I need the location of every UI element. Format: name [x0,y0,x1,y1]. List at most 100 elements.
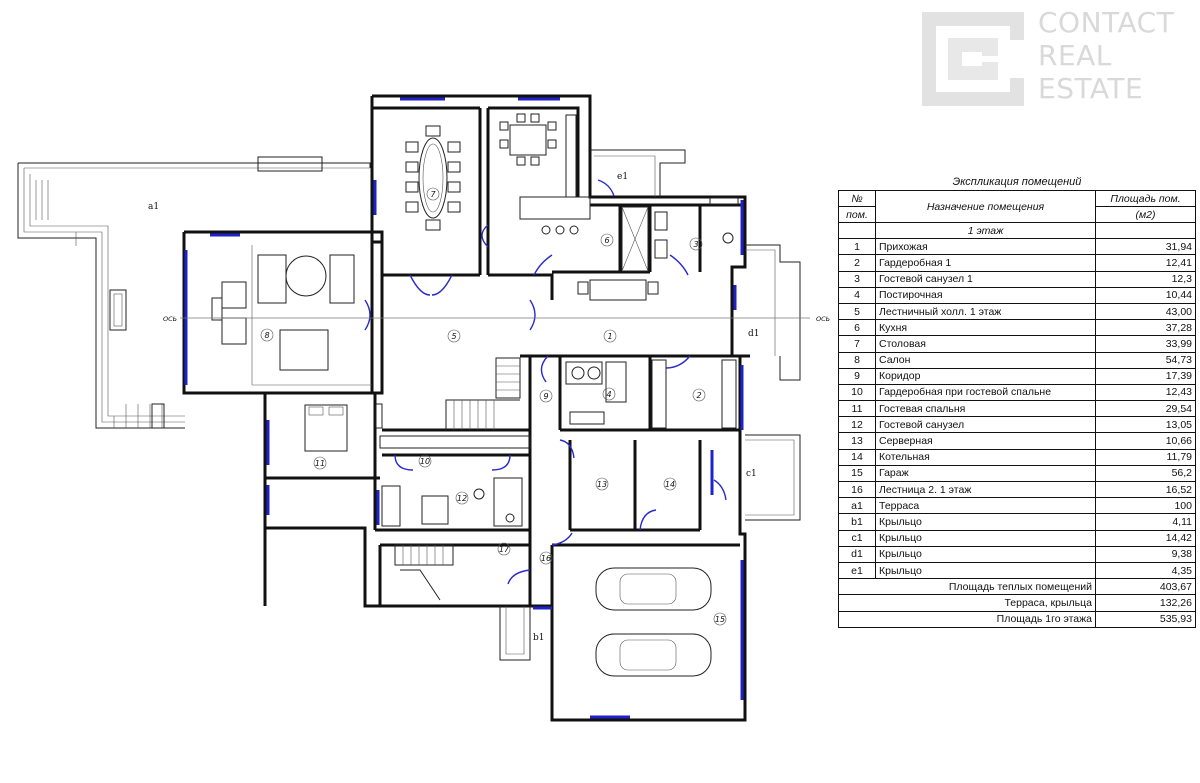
header-area-2: (м2) [1095,206,1196,223]
guest-bed [304,403,383,452]
header-num-2: пом. [838,206,876,223]
explication-table: № Назначение помещения Площадь пом. пом.… [838,190,1196,628]
room-name-cell: Гардеробная при гостевой спальне [875,383,1096,402]
room-area-cell: 16,52 [1095,480,1196,499]
room-label-14: 14 [665,480,675,489]
table-section-row: 1 этаж [838,221,1196,240]
room-label-15: 15 [715,615,725,624]
room-num-cell: 16 [838,480,876,499]
room-num-cell: 5 [838,302,876,321]
exterior-walls [182,94,747,722]
logo-line-1: CONTACT [1038,6,1175,39]
room-num-cell: 10 [838,383,876,402]
bathroom-3-fixtures [654,197,739,259]
room-label-2: 2 [696,391,701,400]
room-name-cell: Котельная [875,448,1096,466]
total-label: Терраса, крыльца [838,594,1096,612]
room-area-cell: 29,54 [1095,400,1196,418]
axis-label-right: ОСЬ [816,315,830,323]
outer-labels: a1 b1 c1 d1 e1 ОСЬ ОСЬ [148,172,830,643]
room-name-cell: Коридор [875,367,1096,385]
room-label-3: 3 [693,240,698,249]
room-name-cell: Гостевая спальня [875,400,1096,418]
room-number-circles [260,187,727,626]
room-label-10: 10 [420,457,430,466]
room-num-cell: 11 [838,400,876,418]
total-value: 535,93 [1095,610,1196,628]
room-name-cell: Гостевой санузел 1 [875,270,1096,288]
room-label-9: 9 [543,392,548,401]
room-name-cell: Лестничный холл. 1 этаж [875,302,1096,321]
room-label-6: 6 [604,236,609,245]
room-area-cell: 13,05 [1095,416,1196,434]
room-num-cell: 15 [838,464,876,483]
room-name-cell: Крыльцо [875,513,1096,531]
room-area-cell: 37,28 [1095,319,1196,337]
room-name-cell: Гостевой санузел [875,416,1096,434]
bathroom-12-fixtures [381,477,523,527]
room-name-cell: Салон [875,351,1096,369]
header-area-1: Площадь пом. [1095,190,1196,207]
axis-label-left: ОСЬ [163,315,177,323]
company-logo: CONTACT REAL ESTATE [918,6,1198,112]
porch-e-label: e1 [617,172,628,182]
header-num-1: № [838,190,876,207]
room-num-cell: c1 [838,529,876,547]
room-label-12: 12 [457,494,467,503]
porch-d-label: d1 [748,329,760,339]
main-stair [445,357,521,430]
room-label-7: 7 [430,190,436,199]
room-num-cell: 7 [838,335,876,353]
room-name-cell: Гараж [875,464,1096,483]
room-num-cell: 14 [838,448,876,466]
room-num-cell: 9 [838,367,876,385]
total-label: Площадь 1го этажа [838,610,1096,628]
room-area-cell: 9,38 [1095,545,1196,563]
room-area-cell: 56,2 [1095,464,1196,483]
logo-mark-icon [922,12,1024,106]
room-name-cell: Крыльцо [875,561,1096,580]
total-label: Площадь теплых помещений [838,578,1096,596]
windows [184,97,744,719]
interior-walls [265,106,750,606]
room-num-cell: 2 [838,254,876,272]
room-area-cell: 4,35 [1095,561,1196,580]
room-num-cell: e1 [838,561,876,580]
room-num-cell: 4 [838,286,876,304]
room-num-cell: b1 [838,513,876,531]
wardrobe-10 [379,435,531,449]
room-area-cell: 43,00 [1095,302,1196,321]
room-label-8: 8 [264,331,269,340]
logo-text: CONTACT REAL ESTATE [1038,6,1174,105]
room-explication: Экспликация помещений № Назначение помещ… [838,174,1196,628]
porch-c-label: c1 [746,469,757,479]
room-area-cell: 12,41 [1095,254,1196,272]
room-name-cell: Крыльцо [875,529,1096,547]
room-area-cell: 4,11 [1095,513,1196,531]
room-area-cell: 11,79 [1095,448,1196,466]
room-area-cell: 31,94 [1095,238,1196,256]
kitchen-furniture [499,113,649,272]
room-num-cell: a1 [838,497,876,515]
room-name-cell: Терраса [875,497,1096,515]
section-spacer-right [1095,221,1196,240]
dining-table [405,125,461,231]
